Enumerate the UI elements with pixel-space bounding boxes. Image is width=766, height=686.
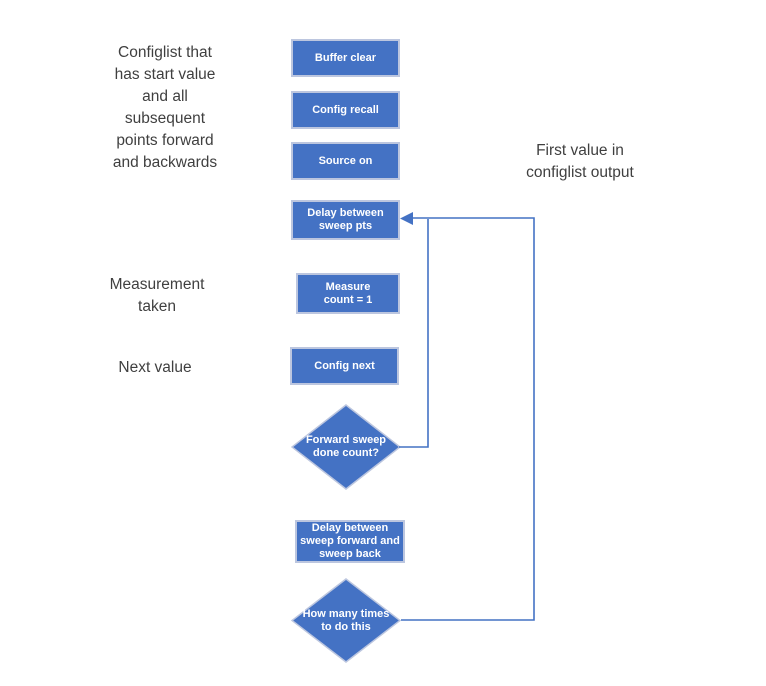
flow-step-label: Delay between: [307, 207, 384, 219]
flow-step-label: Source on: [318, 154, 373, 167]
annotation-line: has start value: [114, 66, 216, 83]
annotation-line: points forward: [116, 132, 214, 149]
flow-step-config-recall: Config recall: [291, 91, 400, 129]
flow-step-label: sweep forward and: [300, 535, 400, 547]
decision-label-line: How many times: [302, 607, 390, 620]
decision-label-line: to do this: [321, 620, 371, 633]
annotation-line: Configlist that: [118, 44, 212, 61]
decision-label-line: done count?: [313, 447, 379, 459]
decision-how-many-times: How many times to do this: [291, 578, 401, 663]
flow-step-label: Delay between: [311, 522, 389, 534]
flow-step-label: count = 1: [323, 293, 373, 306]
decision-label: Forward sweep done count?: [291, 404, 401, 490]
flow-step-label: Measure: [325, 280, 371, 293]
flow-step-label: sweep pts: [318, 220, 373, 232]
flow-step-delay-between-sweeps: Delay between sweep forward and sweep ba…: [295, 520, 405, 563]
annotation-measurement-taken: Measurement taken: [87, 274, 227, 318]
flow-step-label: sweep back: [319, 548, 381, 560]
diamond-shape: [291, 404, 401, 490]
flow-step-config-next: Config next: [290, 347, 399, 385]
flow-step-source-on: Source on: [291, 142, 400, 180]
flow-step-label: Config next: [314, 359, 375, 372]
flow-step-label: Buffer clear: [314, 51, 377, 64]
flow-step-delay-between-sweep-pts: Delay between sweep pts: [291, 200, 400, 240]
annotation-next-value: Next value: [95, 357, 215, 379]
decision-label: How many times to do this: [291, 578, 401, 663]
annotation-line: and backwards: [112, 154, 218, 171]
annotation-line: and all: [142, 88, 188, 105]
annotation-line: configlist output: [526, 164, 634, 181]
annotation-line: Next value: [118, 359, 192, 376]
annotation-configlist: Configlist that has start value and all …: [85, 42, 245, 174]
annotation-line: Measurement: [109, 276, 205, 293]
annotation-line: subsequent: [124, 110, 206, 127]
annotation-line: taken: [138, 298, 176, 315]
decision-label-line: Forward sweep: [305, 434, 387, 446]
diamond-shape: [291, 578, 401, 663]
decision-forward-sweep-done: Forward sweep done count?: [291, 404, 401, 490]
flow-step-buffer-clear: Buffer clear: [291, 39, 400, 77]
arrow-left-icon: [400, 212, 413, 225]
connector-repeat-loop: [401, 217, 535, 621]
annotation-first-value-output: First value in configlist output: [497, 140, 663, 184]
flow-step-label: Config recall: [312, 103, 379, 116]
annotation-line: First value in: [536, 142, 624, 159]
flow-step-measure-count: Measure count = 1: [296, 273, 400, 314]
connector-forward-sweep-loop: [399, 219, 429, 448]
